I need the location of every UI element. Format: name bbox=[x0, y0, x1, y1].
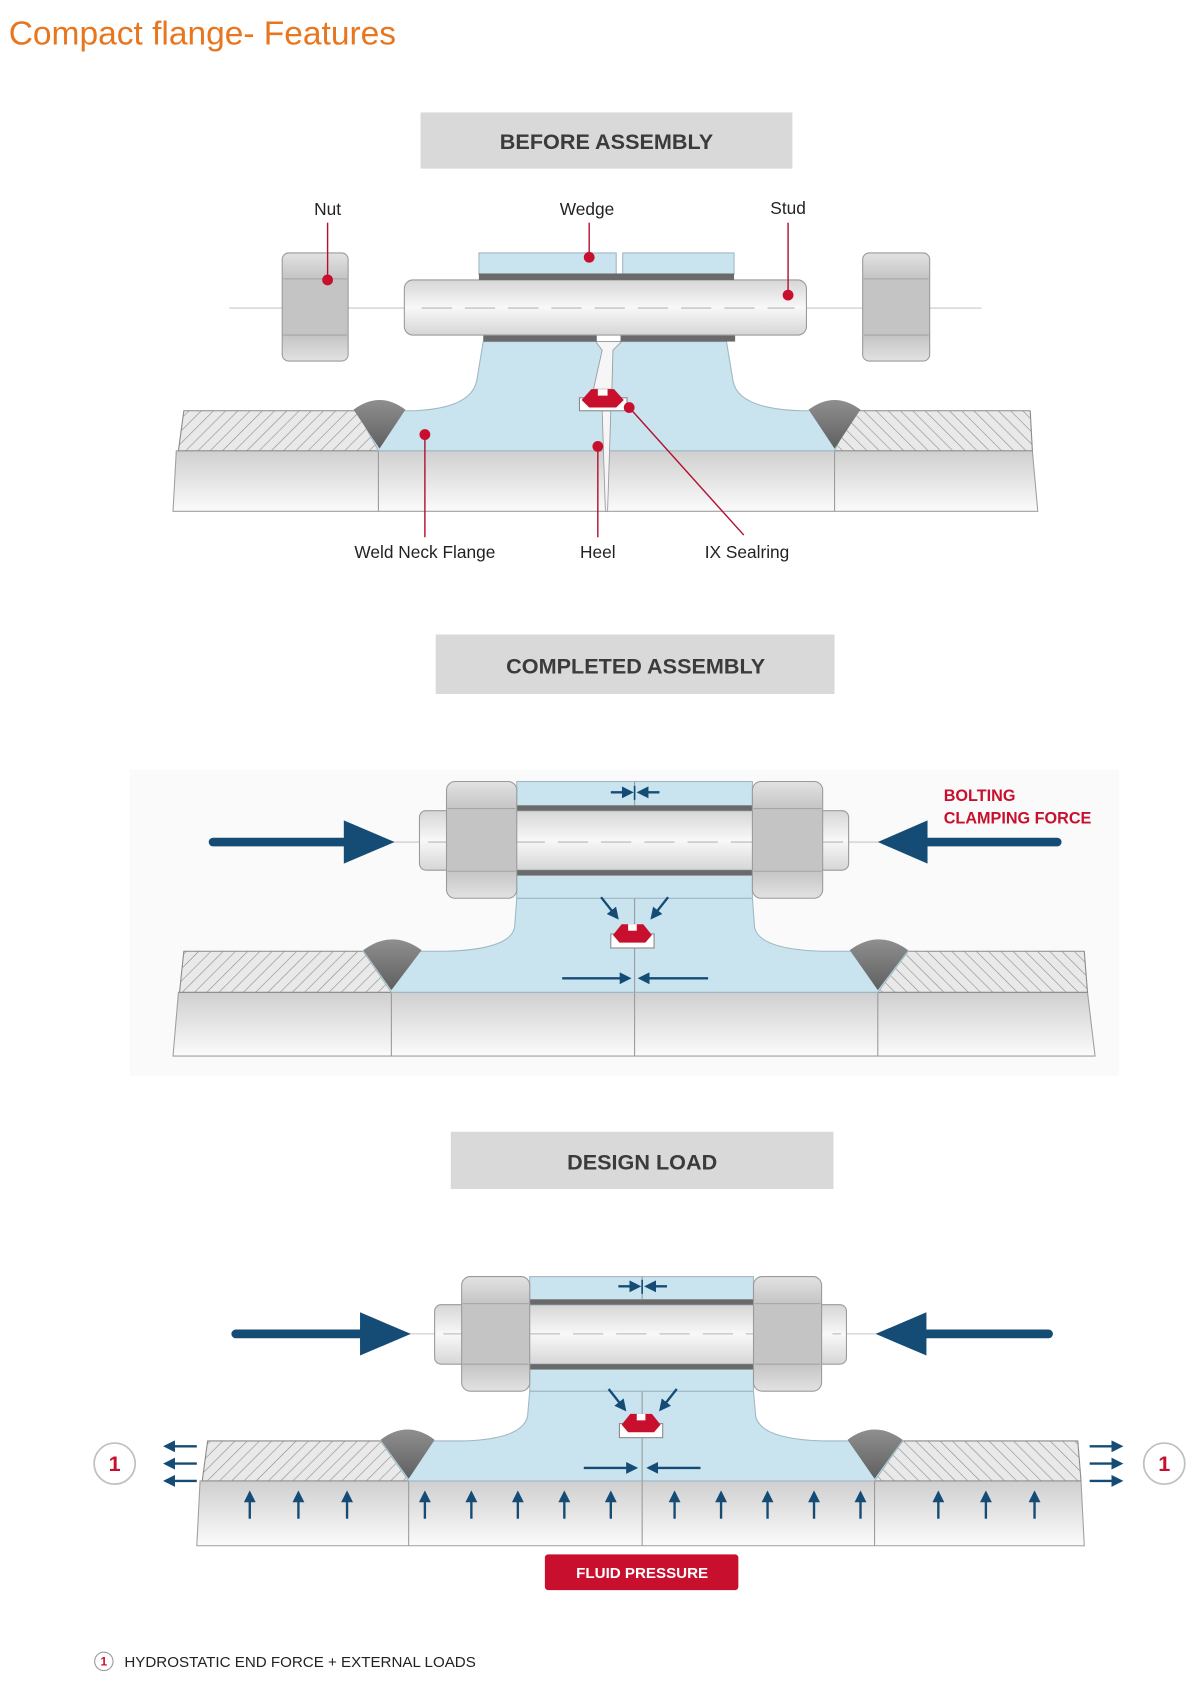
nut-body bbox=[752, 1276, 823, 1392]
wedge-base bbox=[516, 805, 753, 811]
sealring-load-arrow-icon bbox=[659, 1388, 678, 1412]
ix-sealring bbox=[578, 389, 628, 412]
fluid-pressure-badge: FLUID PRESSURE bbox=[544, 1554, 739, 1591]
heading-design-load: DESIGN LOAD bbox=[567, 1150, 717, 1175]
clamping-force-arrow-left-icon bbox=[231, 1312, 411, 1356]
pipe-section-left bbox=[178, 950, 392, 993]
badge-background bbox=[544, 1554, 739, 1591]
nut-body bbox=[461, 1276, 531, 1392]
clamping-force-arrow-right-icon bbox=[877, 820, 1062, 864]
end-force-marker-right: 1 bbox=[1142, 1442, 1186, 1485]
sealring-notch bbox=[628, 924, 637, 931]
nut-right bbox=[751, 780, 824, 899]
weld-bead-left bbox=[363, 939, 422, 991]
weld-bead-left bbox=[353, 399, 406, 449]
end-force-arrows-left bbox=[163, 1440, 197, 1487]
wedge-left bbox=[478, 252, 617, 276]
nut-body bbox=[751, 780, 824, 899]
weld-bead-right bbox=[808, 399, 861, 449]
sealring-notch bbox=[636, 1413, 646, 1421]
heading-banner bbox=[435, 634, 835, 694]
weld-bead-right bbox=[847, 1429, 903, 1479]
nut-right bbox=[752, 1276, 823, 1392]
sealring-body bbox=[621, 1413, 661, 1433]
callout-dot-heel bbox=[592, 441, 604, 452]
marker-circle bbox=[93, 1442, 137, 1485]
arrow-head bbox=[343, 820, 395, 864]
annotation-clamping-force: CLAMPING FORCE bbox=[944, 810, 1092, 828]
legend-marker-circle bbox=[94, 1651, 114, 1672]
pipe-section-left bbox=[201, 1440, 410, 1482]
panel-completed-assembly: COMPLETED ASSEMBLY bbox=[129, 634, 1119, 1076]
arrow-head bbox=[360, 1312, 411, 1356]
callout-dot-wedge bbox=[583, 251, 595, 263]
panel-before-assembly: BEFORE ASSEMBLY bbox=[172, 112, 1039, 562]
flange-face-right bbox=[620, 335, 736, 342]
legend-marker-number: 1 bbox=[101, 1655, 108, 1669]
arrow-head bbox=[877, 820, 928, 864]
legend: 1 HYDROSTATIC END FORCE + EXTERNAL LOADS bbox=[94, 1651, 476, 1672]
sealring-load-arrow-icon bbox=[600, 896, 619, 920]
nut-left bbox=[281, 252, 349, 362]
flange-face-left bbox=[483, 335, 597, 342]
nut-body bbox=[281, 252, 349, 362]
nut-right bbox=[862, 252, 931, 362]
flange-face bbox=[516, 870, 753, 876]
badge-label: FLUID PRESSURE bbox=[576, 1565, 708, 1582]
wedge-right bbox=[622, 252, 735, 276]
annotation-bolting: BOLTING bbox=[944, 787, 1016, 805]
page-title: Compact flange- Features bbox=[9, 15, 396, 52]
clamping-force-arrow-left-icon bbox=[208, 820, 395, 864]
label-weld-neck-flange: Weld Neck Flange bbox=[354, 542, 495, 562]
pipe-section-right bbox=[877, 950, 1089, 993]
fluid-pressure-arrows bbox=[243, 1490, 1041, 1519]
wedge-base bbox=[529, 1299, 754, 1305]
clamping-force-arrow-right-icon bbox=[875, 1312, 1053, 1356]
nut-body bbox=[862, 252, 931, 362]
label-ix-sealring: IX Sealring bbox=[705, 542, 790, 562]
arrow-head bbox=[875, 1312, 927, 1356]
nut-left bbox=[461, 1276, 531, 1392]
callout-dot-stud bbox=[782, 289, 794, 301]
end-force-arrows-right bbox=[1089, 1440, 1124, 1487]
weld-bead-left bbox=[380, 1429, 435, 1479]
marker-number: 1 bbox=[1158, 1451, 1170, 1476]
callout-dot-nut bbox=[322, 274, 334, 286]
sealring-body bbox=[612, 924, 652, 943]
heading-completed-assembly: COMPLETED ASSEMBLY bbox=[506, 653, 766, 678]
heading-banner bbox=[450, 1131, 834, 1190]
nut-body bbox=[445, 780, 518, 899]
callout-dot-weld-neck-flange bbox=[419, 429, 431, 440]
wedge-base bbox=[478, 273, 735, 280]
leader-ix-sealring bbox=[628, 407, 745, 536]
panel-design-load: DESIGN LOAD bbox=[93, 1131, 1186, 1591]
ix-sealring bbox=[618, 1413, 664, 1439]
heading-banner bbox=[420, 112, 793, 169]
label-wedge: Wedge bbox=[560, 199, 614, 219]
weld-bead-right bbox=[849, 939, 909, 991]
heading-before-assembly: BEFORE ASSEMBLY bbox=[500, 129, 714, 154]
callout-dot-ix-sealring bbox=[623, 402, 635, 413]
marker-number: 1 bbox=[109, 1451, 121, 1476]
pipe-wall bbox=[196, 1480, 1085, 1547]
legend-text: HYDROSTATIC END FORCE + EXTERNAL LOADS bbox=[124, 1654, 475, 1671]
ix-sealring bbox=[610, 924, 655, 949]
end-force-marker-left: 1 bbox=[93, 1442, 137, 1485]
label-heel: Heel bbox=[580, 542, 616, 562]
sealring-load-arrow-icon bbox=[607, 1388, 627, 1412]
pipe-section-left bbox=[177, 410, 379, 452]
label-stud: Stud bbox=[770, 198, 806, 218]
sealring-load-arrow-icon bbox=[650, 896, 670, 920]
sealring-body bbox=[581, 389, 624, 408]
pipe-section-right bbox=[874, 1440, 1082, 1482]
flange-face bbox=[529, 1364, 754, 1370]
pipe-section-right bbox=[834, 410, 1033, 452]
nut-left bbox=[445, 780, 518, 899]
sealring-notch bbox=[597, 389, 608, 396]
label-nut: Nut bbox=[314, 199, 341, 219]
marker-circle bbox=[1142, 1442, 1186, 1485]
